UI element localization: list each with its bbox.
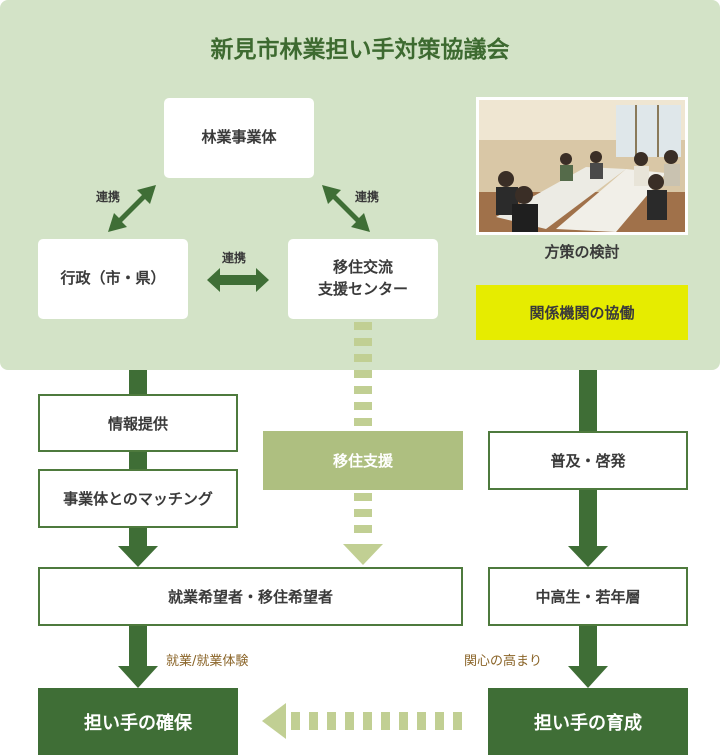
link-label-government-center: 連携 <box>222 251 247 265</box>
council-title: 新見市林業担い手対策協議会 <box>210 37 510 63</box>
arrow-awareness-students <box>568 490 608 567</box>
connector-council-left <box>129 370 147 394</box>
arrow-matching-target <box>118 528 158 567</box>
interest-label: 関心の高まり <box>464 654 543 669</box>
matching-box: 事業体とのマッチング <box>38 469 238 528</box>
employment-label: 就業/就業体験 <box>166 654 249 669</box>
connector-info-matching <box>129 452 147 469</box>
double-arrow-forestry-government <box>108 185 156 232</box>
dashed-arrow-support-target <box>343 493 383 565</box>
photo-caption: 方策の検討 <box>544 243 620 261</box>
meeting-photo <box>476 97 688 235</box>
arrow-target-secure <box>118 626 158 688</box>
target-applicants-box: 就業希望者・移住希望者 <box>38 567 463 626</box>
link-label-forestry-center: 連携 <box>355 190 380 204</box>
double-arrow-forestry-center <box>322 185 370 232</box>
government-box: 行政（市・県） <box>38 239 188 319</box>
awareness-box: 普及・啓発 <box>488 431 688 490</box>
double-arrow-government-center <box>207 268 269 292</box>
info-provision-box: 情報提供 <box>38 394 238 452</box>
migration-support-box: 移住支援 <box>263 431 463 490</box>
connector-council-right <box>579 370 597 431</box>
collaboration-box: 関係機関の協働 <box>476 285 688 340</box>
students-box: 中高生・若年層 <box>488 567 688 626</box>
secure-successors-box: 担い手の確保 <box>38 688 238 755</box>
develop-successors-box: 担い手の育成 <box>488 688 688 755</box>
forestry-business-box: 林業事業体 <box>164 98 314 178</box>
dashed-arrow-develop-secure <box>262 703 462 739</box>
migration-center-box: 移住交流 支援センター <box>288 239 438 319</box>
link-label-forestry-government: 連携 <box>96 190 121 204</box>
arrow-students-develop <box>568 626 608 688</box>
dashed-connector-center-support <box>354 322 372 426</box>
